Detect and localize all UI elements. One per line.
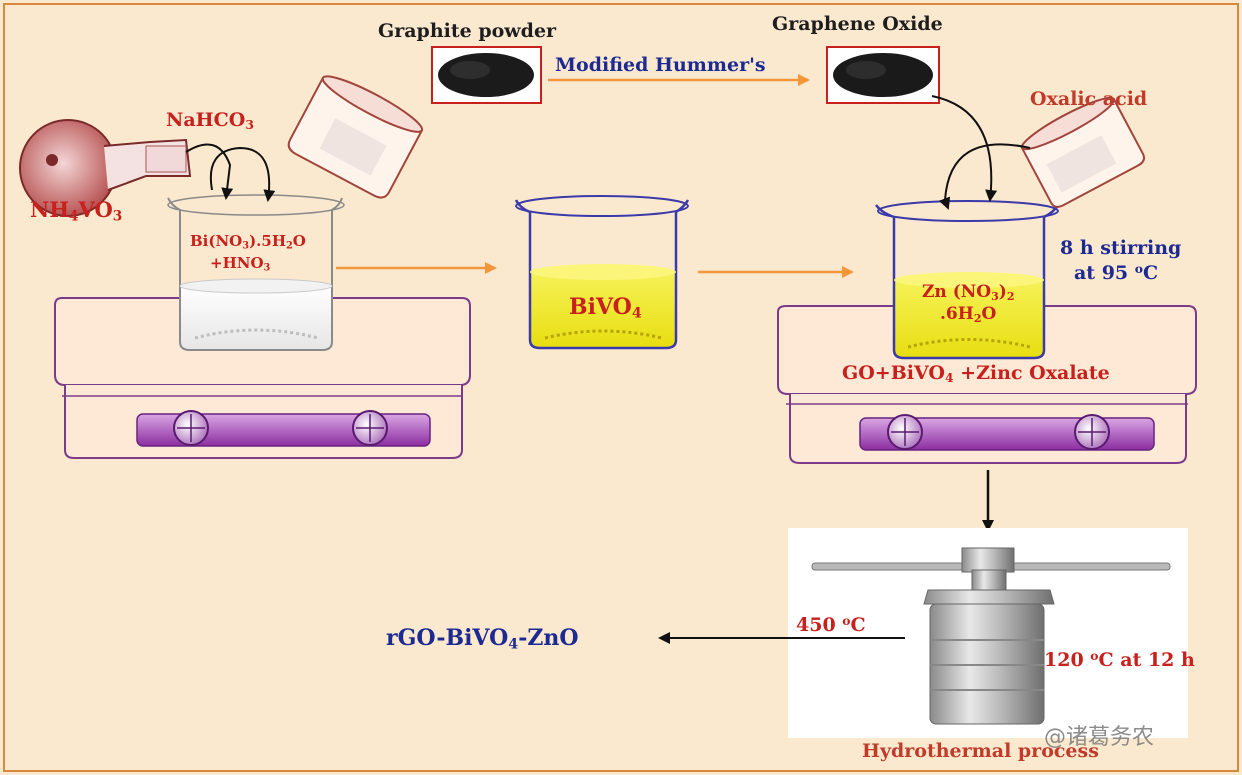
modified-hummers-label: Modified Hummer's bbox=[555, 54, 766, 76]
stirring-temp-label: at 95 oC bbox=[1074, 261, 1159, 285]
hydrothermal-process-label: Hydrothermal process bbox=[862, 740, 1099, 762]
hydrothermal-condition-label: 120 oC at 12 h bbox=[1044, 648, 1195, 672]
calcination-temp-label: 450 oC bbox=[796, 613, 866, 637]
graphene-oxide-label: Graphene Oxide bbox=[772, 13, 943, 35]
nh4vo3-label: NH4VO3 bbox=[30, 197, 123, 225]
autoclave bbox=[788, 528, 1188, 738]
graphene-oxide-sample bbox=[826, 46, 940, 104]
stirring-label: 8 h stirring bbox=[1060, 237, 1182, 259]
go-bivo4-zinc-oxalate-label: GO+BiVO4 +Zinc Oxalate bbox=[842, 362, 1110, 386]
bi-nitrate-label: Bi(NO3).5H2O bbox=[190, 232, 306, 252]
nahco3-beaker bbox=[287, 75, 424, 199]
zinc-nitrate-label: Zn (NO3)2 bbox=[922, 282, 1015, 303]
outer-frame bbox=[3, 3, 1239, 772]
nahco3-label: NaHCO3 bbox=[166, 109, 254, 133]
hno3-label: +HNO3 bbox=[210, 254, 271, 274]
watermark: @诸葛务农 bbox=[1044, 725, 1155, 750]
left-beaker bbox=[167, 194, 345, 351]
nh4vo3-flask bbox=[19, 119, 192, 217]
graphite-powder-sample bbox=[431, 46, 542, 104]
bivo4-label: BiVO4 bbox=[569, 294, 642, 322]
oxalic-acid-label: Oxalic acid bbox=[1030, 88, 1148, 110]
right-beaker bbox=[875, 200, 1060, 360]
product-label: rGO-BiVO4-ZnO bbox=[386, 625, 579, 653]
middle-beaker bbox=[514, 195, 690, 350]
graphite-powder-label: Graphite powder bbox=[378, 20, 557, 42]
left-hotplate bbox=[54, 297, 471, 459]
oxalic-acid-beaker bbox=[1020, 96, 1146, 208]
hexahydrate-label: .6H2O bbox=[940, 304, 997, 325]
